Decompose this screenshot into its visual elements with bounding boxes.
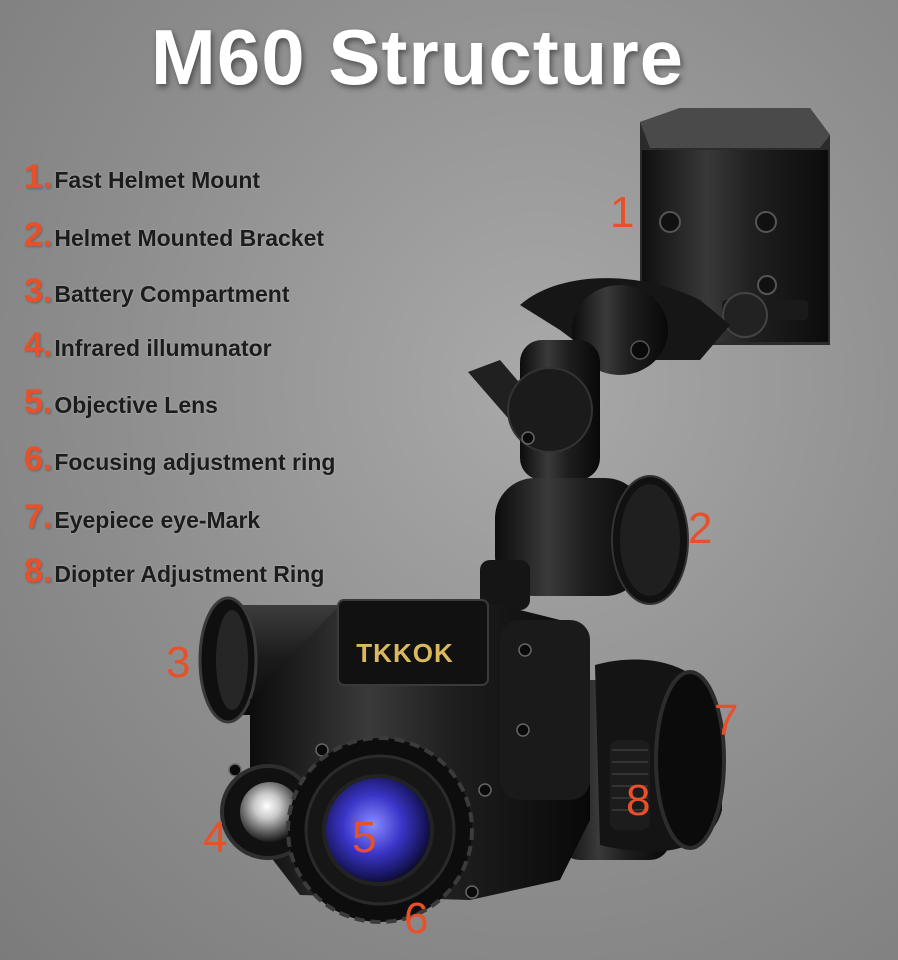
callout-7: 7 bbox=[714, 696, 738, 745]
helmet-mount-plate bbox=[640, 108, 830, 345]
legend-label: Eyepiece eye-Mark bbox=[54, 507, 261, 533]
legend-item-2: 2.Helmet Mounted Bracket bbox=[24, 216, 324, 255]
objective-lens bbox=[286, 736, 474, 924]
callout-5: 5 bbox=[352, 813, 376, 862]
legend-item-3: 3.Battery Compartment bbox=[24, 272, 290, 311]
callout-4: 4 bbox=[203, 813, 227, 862]
legend-item-8: 8.Diopter Adjustment Ring bbox=[24, 552, 324, 591]
helmet-bracket bbox=[468, 278, 730, 610]
legend-label: Battery Compartment bbox=[54, 281, 290, 307]
legend-item-6: 6.Focusing adjustment ring bbox=[24, 440, 335, 479]
callout-1: 1 bbox=[610, 188, 634, 237]
legend-number: 6. bbox=[24, 440, 53, 478]
page-title: M60 Structure bbox=[150, 13, 685, 101]
callout-2: 2 bbox=[688, 504, 712, 553]
legend-label: Helmet Mounted Bracket bbox=[54, 225, 325, 251]
legend-label: Diopter Adjustment Ring bbox=[54, 561, 325, 587]
legend-label: Focusing adjustment ring bbox=[54, 449, 336, 475]
legend-item-4: 4.Infrared illumunator bbox=[24, 326, 272, 365]
legend-number: 3. bbox=[24, 272, 53, 310]
brand-logo: TKKOK bbox=[356, 638, 453, 668]
legend-number: 7. bbox=[24, 498, 53, 536]
legend-number: 8. bbox=[24, 552, 53, 590]
callout-8: 8 bbox=[626, 776, 650, 825]
legend-item-7: 7.Eyepiece eye-Mark bbox=[24, 498, 260, 537]
eyepiece bbox=[560, 659, 726, 860]
legend-label: Infrared illumunator bbox=[54, 335, 272, 361]
legend-number: 4. bbox=[24, 326, 53, 364]
legend-number: 5. bbox=[24, 383, 53, 421]
legend-number: 1. bbox=[24, 158, 53, 196]
callout-6: 6 bbox=[404, 894, 428, 943]
legend-number: 2. bbox=[24, 216, 53, 254]
legend-label: Fast Helmet Mount bbox=[54, 167, 261, 193]
callout-3: 3 bbox=[166, 638, 190, 687]
legend-item-5: 5.Objective Lens bbox=[24, 383, 218, 422]
legend-label: Objective Lens bbox=[54, 392, 218, 418]
legend-item-1: 1.Fast Helmet Mount bbox=[24, 158, 260, 197]
